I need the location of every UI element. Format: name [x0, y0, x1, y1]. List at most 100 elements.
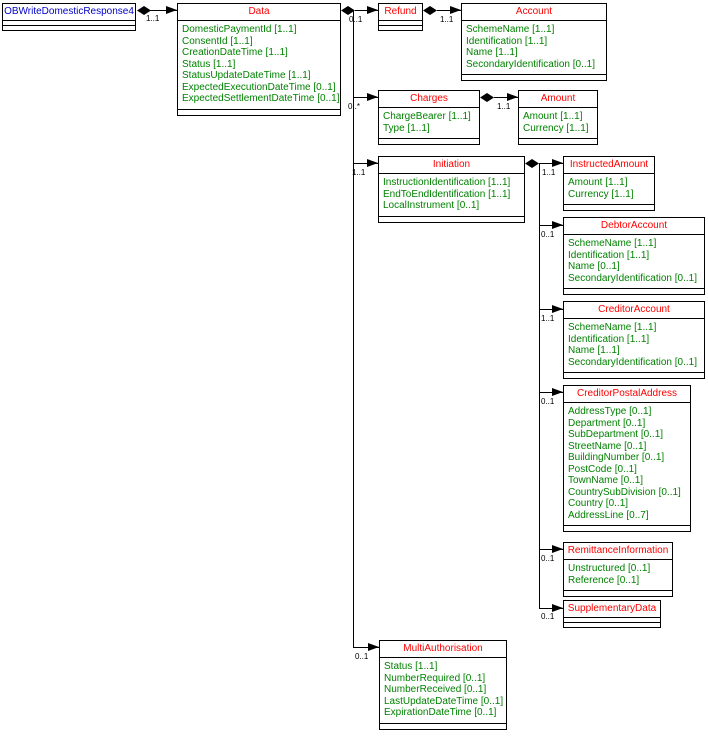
class-supplementarydata: SupplementaryData — [563, 600, 661, 628]
field: ConsentId [1..1] — [182, 35, 253, 47]
field: Status [1..1] — [182, 58, 236, 70]
fields-compartment: Amount [1..1] Currency [1..1] — [519, 108, 597, 139]
cardinality-label: 0..1 — [541, 230, 555, 239]
field: SchemeName [1..1] — [568, 238, 657, 249]
class-title: Account — [462, 4, 606, 21]
empty-compartment — [564, 618, 660, 623]
field: ExpectedSettlementDateTime [0..1] — [182, 93, 340, 104]
connector-line-data-multiauthorisation — [353, 647, 379, 648]
aggregation-diamond-icon — [423, 6, 437, 15]
class-charges: Charges ChargeBearer [1..1] Type [1..1] — [378, 90, 480, 145]
empty-compartment — [379, 26, 422, 30]
arrowhead-icon — [166, 6, 177, 14]
aggregation-diamond-icon — [137, 6, 151, 15]
field: Status [1..1] — [384, 661, 438, 672]
fields-compartment: Unstructured [0..1] Reference [0..1] — [564, 560, 672, 591]
fields-compartment: ChargeBearer [1..1] Type [1..1] — [379, 108, 479, 139]
arrowhead-icon — [507, 93, 518, 101]
field: Department [0..1] — [568, 417, 646, 429]
field: CreationDateTime [1..1] — [182, 47, 288, 58]
class-instructedamount: InstructedAmount Amount [1..1] Currency … — [563, 156, 655, 211]
field: Name [1..1] — [568, 345, 620, 356]
connector-line-initiation-debtoraccount — [539, 225, 563, 226]
arrowhead-icon — [367, 6, 378, 14]
empty-compartment — [462, 75, 606, 80]
class-account: Account SchemeName [1..1] Identification… — [461, 3, 607, 81]
aggregation-diamond-icon — [341, 6, 355, 15]
class-title: CreditorAccount — [564, 302, 704, 319]
cardinality-label: 0..1 — [541, 612, 555, 621]
cardinality-label: 1..1 — [440, 15, 454, 24]
class-title: Amount — [519, 91, 597, 108]
field: AddressType [0..1] — [568, 406, 652, 417]
field: Identification [1..1] — [568, 333, 650, 345]
field: NumberReceived [0..1] — [384, 684, 487, 695]
field: ChargeBearer [1..1] — [383, 111, 471, 122]
cardinality-label: 1..1 — [146, 14, 160, 23]
class-title: InstructedAmount — [564, 157, 654, 174]
field: Type [1..1] — [383, 122, 430, 134]
cardinality-label: 0..1 — [355, 652, 369, 661]
class-amount: Amount Amount [1..1] Currency [1..1] — [518, 90, 598, 145]
fields-compartment: SchemeName [1..1] Identification [1..1] … — [564, 319, 704, 373]
connector-line-data-refund — [355, 10, 378, 11]
field: Identification [1..1] — [568, 249, 650, 261]
class-debtoraccount: DebtorAccount SchemeName [1..1] Identifi… — [563, 217, 705, 295]
cardinality-label: 0..* — [348, 102, 361, 111]
arrowhead-icon — [552, 159, 563, 167]
empty-compartment — [564, 205, 654, 210]
class-title: Charges — [379, 91, 479, 108]
class-refund: Refund — [378, 3, 423, 31]
cardinality-label: 0..1 — [349, 15, 363, 24]
field: PostCode [0..1] — [568, 463, 637, 475]
field: SecondaryIdentification [0..1] — [466, 58, 595, 70]
connector-trunk-initiation — [539, 163, 540, 609]
class-obwritedomesticresponse4: OBWriteDomesticResponse4 — [2, 3, 136, 31]
class-creditorpostaladdress: CreditorPostalAddress AddressType [0..1]… — [563, 385, 691, 532]
fields-compartment: InstructionIdentification [1..1] EndToEn… — [379, 174, 524, 217]
aggregation-diamond-icon — [525, 159, 539, 168]
empty-compartment — [564, 623, 660, 627]
class-title: SupplementaryData — [564, 601, 660, 618]
field: EndToEndIdentification [1..1] — [383, 188, 511, 200]
class-title: CreditorPostalAddress — [564, 386, 690, 403]
field: StreetName [0..1] — [568, 440, 647, 452]
class-creditoraccount: CreditorAccount SchemeName [1..1] Identi… — [563, 301, 705, 379]
empty-compartment — [519, 139, 597, 144]
field: SecondaryIdentification [0..1] — [568, 272, 697, 284]
connector-line-initiation-instructedamount — [539, 163, 563, 164]
connector-line-initiation-creditoraccount — [539, 309, 563, 310]
arrowhead-icon — [552, 604, 563, 612]
fields-compartment: Status [1..1] NumberRequired [0..1] Numb… — [380, 658, 506, 724]
connector-line-refund-account — [437, 10, 461, 11]
class-title: OBWriteDomesticResponse4 — [3, 4, 135, 21]
field: Identification [1..1] — [466, 35, 548, 47]
field: ExpirationDateTime [0..1] — [384, 707, 497, 718]
fields-compartment: SchemeName [1..1] Identification [1..1] … — [564, 235, 704, 289]
fields-compartment: SchemeName [1..1] Identification [1..1] … — [462, 21, 606, 75]
cardinality-label: 0..1 — [541, 554, 555, 563]
field: SchemeName [1..1] — [466, 24, 555, 35]
field: LocalInstrument [0..1] — [383, 200, 480, 211]
cardinality-label: 1..1 — [542, 168, 556, 177]
connector-line-data-charges — [353, 97, 378, 98]
cardinality-label: 0..1 — [541, 397, 555, 406]
class-title: DebtorAccount — [564, 218, 704, 235]
arrowhead-icon — [367, 159, 378, 167]
cardinality-label: 1..1 — [497, 102, 511, 111]
connector-trunk-data — [353, 10, 354, 648]
connector-line-initiation-supplementarydata — [539, 608, 563, 609]
field: AddressLine [0..7] — [568, 509, 649, 521]
connector-line-initiation-creditorpostaladdress — [539, 392, 563, 393]
field: Amount [1..1] — [523, 111, 583, 122]
class-title: MultiAuthorisation — [380, 641, 506, 658]
class-data: Data DomesticPaymentId [1..1] ConsentId … — [177, 3, 341, 116]
field: Currency [1..1] — [568, 188, 634, 200]
fields-compartment: Amount [1..1] Currency [1..1] — [564, 174, 654, 205]
fields-compartment: DomesticPaymentId [1..1] ConsentId [1..1… — [178, 21, 340, 110]
empty-compartment — [564, 526, 690, 531]
class-multiauthorisation: MultiAuthorisation Status [1..1] NumberR… — [379, 640, 507, 730]
arrowhead-icon — [450, 6, 461, 14]
class-title: Initiation — [379, 157, 524, 174]
